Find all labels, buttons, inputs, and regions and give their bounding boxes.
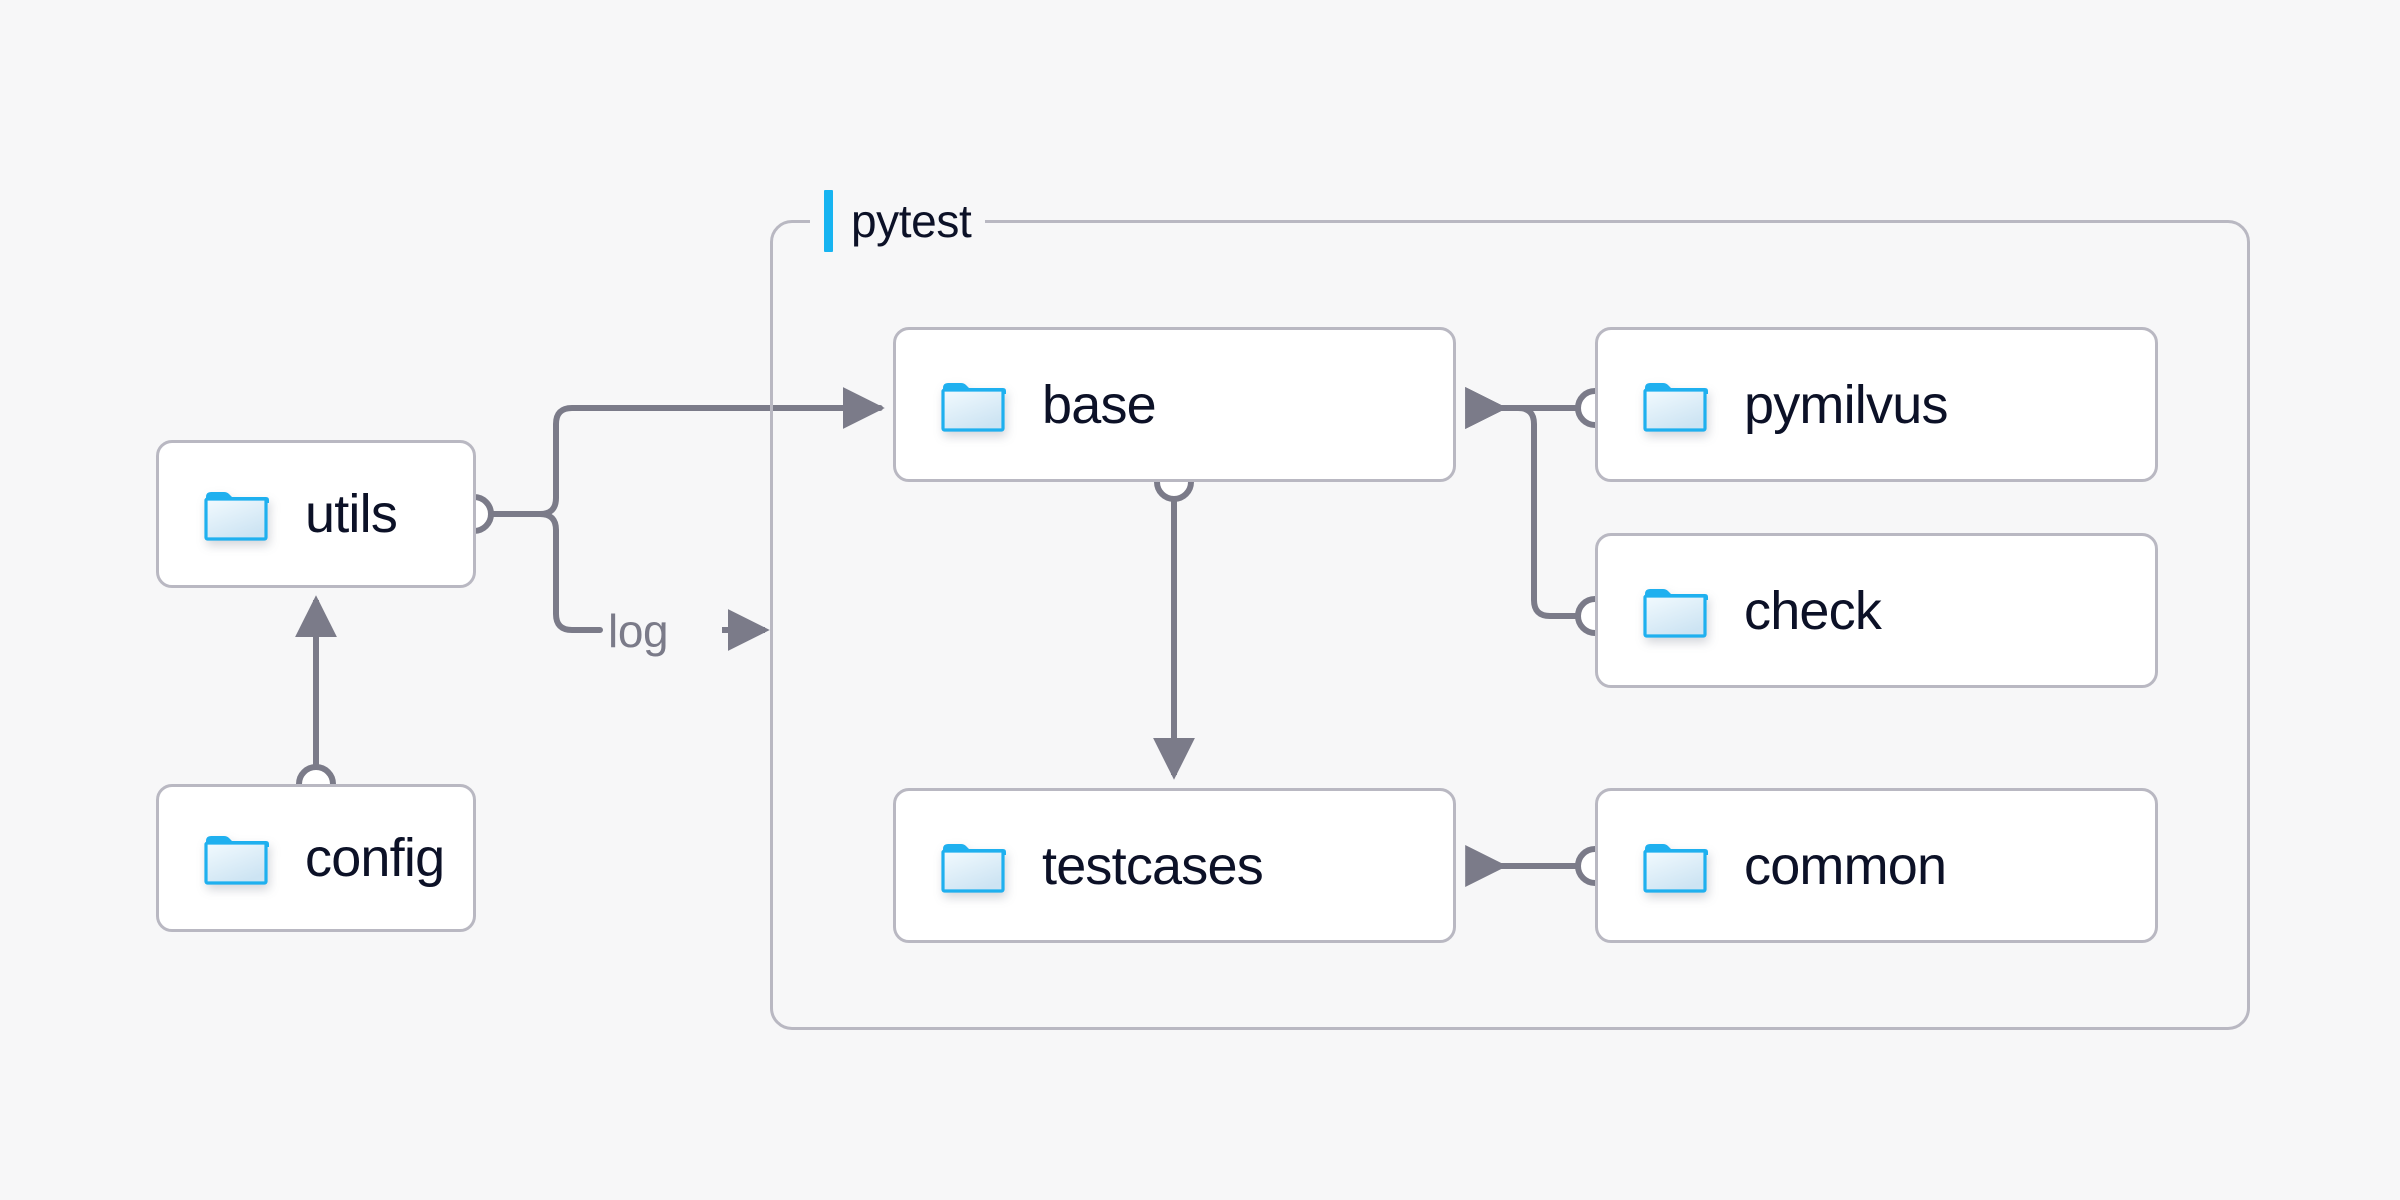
group-pytest (770, 220, 2250, 1030)
folder-icon (1642, 838, 1708, 894)
node-testcases[interactable]: testcases (893, 788, 1456, 943)
node-label: base (1042, 374, 1157, 435)
node-label: pymilvus (1744, 374, 1948, 435)
node-config[interactable]: config (156, 784, 476, 932)
folder-icon (203, 830, 269, 886)
group-pytest-label: pytest (810, 190, 986, 252)
node-label: testcases (1042, 835, 1264, 896)
group-label-text: pytest (851, 195, 972, 247)
node-common[interactable]: common (1595, 788, 2158, 943)
node-utils[interactable]: utils (156, 440, 476, 588)
folder-icon (940, 377, 1006, 433)
group-accent-bar (824, 190, 833, 252)
folder-icon (1642, 377, 1708, 433)
folder-icon (1642, 583, 1708, 639)
node-label: common (1744, 835, 1947, 896)
folder-icon (940, 838, 1006, 894)
node-label: utils (305, 484, 398, 544)
node-base[interactable]: base (893, 327, 1456, 482)
edge-label-log: log (608, 605, 669, 657)
node-check[interactable]: check (1595, 533, 2158, 688)
folder-icon (203, 486, 269, 542)
node-pymilvus[interactable]: pymilvus (1595, 327, 2158, 482)
node-label: config (305, 828, 445, 888)
node-label: check (1744, 580, 1882, 641)
